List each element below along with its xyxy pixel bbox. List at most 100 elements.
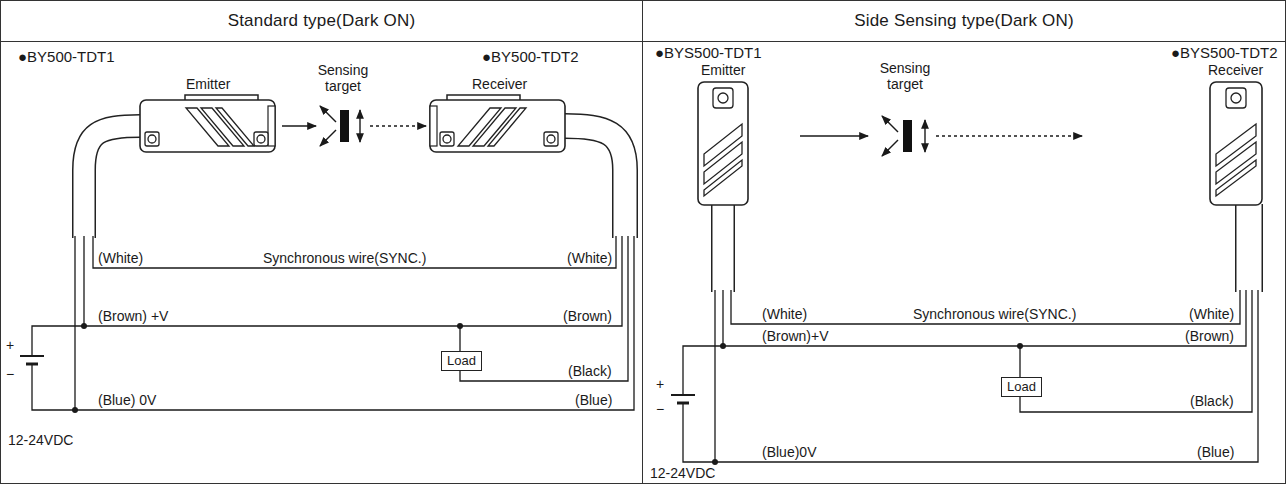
blue-wire <box>714 290 715 462</box>
mount-hole <box>145 132 159 146</box>
part-label: Emitter <box>701 62 745 78</box>
battery-plate <box>671 394 695 396</box>
receiver-stripe <box>1216 160 1256 196</box>
emitter-stripe <box>704 160 742 196</box>
junction-dot <box>81 323 87 329</box>
emitter-cable <box>84 126 140 238</box>
battery-plate <box>20 355 44 357</box>
mount-hole <box>1226 88 1246 108</box>
wire-label: (White) <box>762 306 807 322</box>
receiver-cable <box>565 126 625 238</box>
blue-wire <box>74 236 75 410</box>
wire-label: Synchronous wire(SYNC.) <box>263 250 426 266</box>
wire-label: (Black) <box>1190 393 1234 409</box>
wire-label: (Brown)+V <box>762 328 829 344</box>
wire-label: (Blue) <box>575 392 612 408</box>
blue-wire <box>32 236 634 410</box>
black-wire <box>460 236 628 381</box>
junction-dot <box>720 343 726 349</box>
scatter-arrow <box>882 140 898 156</box>
battery-plate <box>26 363 38 366</box>
sync-wire <box>93 236 616 268</box>
polarity-sign: + <box>6 337 14 353</box>
mount-hole <box>718 93 728 103</box>
receiver-stripe <box>488 108 526 146</box>
scatter-arrow <box>320 130 336 146</box>
emitter-lens <box>268 106 275 146</box>
motion-arrow <box>924 120 925 152</box>
polarity-sign: − <box>6 366 14 382</box>
mount-hole <box>440 132 454 146</box>
wire-label: (Brown) <box>563 308 612 324</box>
mount-hole <box>544 132 558 146</box>
brown-wire <box>83 236 84 326</box>
wire-label: (White) <box>98 250 143 266</box>
receiver-cable <box>1235 204 1263 292</box>
brown-wire <box>32 236 622 356</box>
load-box: Load <box>441 351 482 371</box>
junction-dot <box>457 323 463 329</box>
scatter-arrow <box>882 116 898 132</box>
junction-dot <box>1017 343 1023 349</box>
wire-label: (Blue) 0V <box>98 392 156 408</box>
scatter-arrow <box>320 106 336 122</box>
mount-hole <box>257 135 265 143</box>
mount-hole <box>713 88 733 108</box>
blue-wire <box>683 290 1258 462</box>
receiver-cable <box>565 126 625 238</box>
emitter-stripe <box>216 108 254 146</box>
panel-title: Standard type(Dark ON) <box>1 1 642 42</box>
brown-wire <box>683 290 1246 395</box>
emitter-cable <box>713 204 734 292</box>
part-label: Receiver <box>1208 62 1263 78</box>
model-name: ●BY500-TDT2 <box>482 48 579 65</box>
wire-label: (Blue)0V <box>762 444 816 460</box>
sync-wire <box>731 290 1240 324</box>
battery-plate <box>677 402 689 405</box>
emitter-cable <box>84 126 140 238</box>
polarity-sign: − <box>656 401 664 417</box>
model-name: ●BYS500-TDT1 <box>655 44 762 61</box>
voltage-label: 12-24VDC <box>650 465 715 481</box>
wire-label: (White) <box>567 250 612 266</box>
motion-arrow <box>359 110 360 142</box>
wire-label: Synchronous wire(SYNC.) <box>913 306 1076 322</box>
mount-hole <box>547 135 555 143</box>
part-label: Receiver <box>472 76 527 92</box>
target-label: Sensing target <box>865 60 945 92</box>
brown-wire <box>722 290 723 346</box>
mount-hole <box>443 135 451 143</box>
wire-label: (Blue) <box>1197 444 1234 460</box>
sensing-target <box>903 120 912 152</box>
light-beam-arrow <box>282 125 316 126</box>
wire-label: (Black) <box>568 363 612 379</box>
target-label: Sensing target <box>303 62 383 94</box>
load-label: Load <box>1007 379 1036 395</box>
mount-hole <box>148 135 156 143</box>
light-beam-arrow <box>800 135 868 136</box>
mount-hole <box>254 132 268 146</box>
voltage-label: 12-24VDC <box>8 432 73 448</box>
emitter-body <box>698 82 748 205</box>
emitter-body <box>140 100 275 152</box>
mount-hole <box>1231 93 1241 103</box>
wire-label: (Brown) <box>1185 328 1234 344</box>
blocked-beam-arrow <box>370 125 426 126</box>
diagram-panel: Side Sensing type(Dark ON)Load <box>642 0 1286 484</box>
junction-dot <box>72 407 78 413</box>
model-name: ●BYS500-TDT2 <box>1171 44 1278 61</box>
receiver-cable <box>1237 204 1262 292</box>
receiver-body <box>430 100 565 152</box>
part-label: Emitter <box>186 76 230 92</box>
load-box: Load <box>1001 377 1042 397</box>
load-label: Load <box>447 353 476 369</box>
polarity-sign: + <box>656 376 664 392</box>
model-name: ●BY500-TDT1 <box>18 48 115 65</box>
blocked-beam-arrow <box>936 135 1082 136</box>
wire-label: (White) <box>1189 306 1234 322</box>
diagram-panel: Standard type(Dark ON) Load <box>0 0 643 484</box>
emitter-cable <box>711 204 735 292</box>
